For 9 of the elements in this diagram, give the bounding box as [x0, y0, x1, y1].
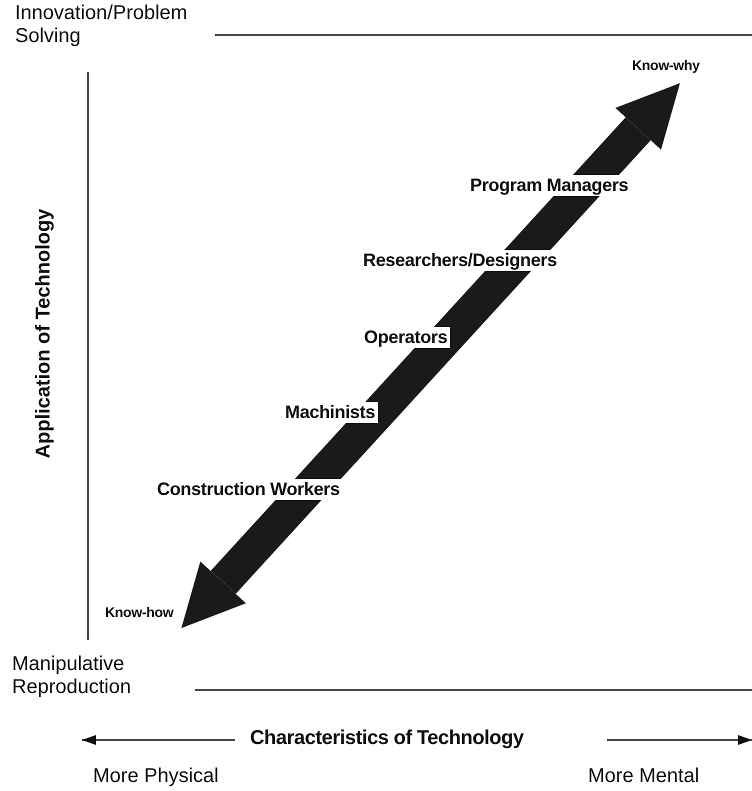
- double-headed-arrow: [181, 83, 680, 628]
- axis-end-label: More Mental: [588, 765, 700, 788]
- end-label: Know-how: [105, 604, 174, 620]
- axis-title: Application of Technology: [32, 208, 56, 458]
- end-label: Know-why: [632, 57, 700, 74]
- axis-end-label: More Physical: [93, 765, 219, 788]
- axis-end-label: Manipulative Reproduction: [12, 653, 132, 699]
- axis-title: Characteristics of Technology: [250, 727, 524, 750]
- axis-end-label: Innovation/Problem Solving: [15, 2, 188, 48]
